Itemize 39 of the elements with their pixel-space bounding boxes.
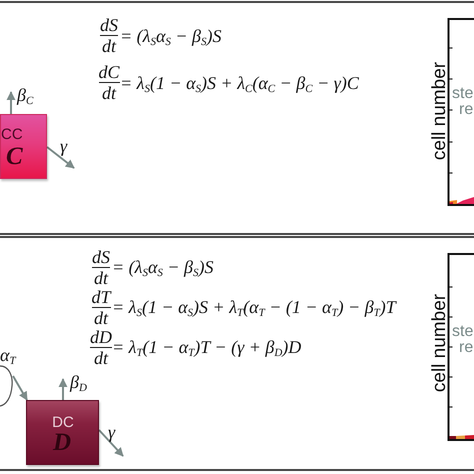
panel bbox=[0, 1, 474, 235]
annotation-text: re bbox=[459, 339, 474, 356]
fraction-denominator: dt bbox=[102, 37, 116, 55]
fraction-denominator: dt bbox=[94, 349, 108, 367]
edge-label: β$_{C}$ bbox=[17, 86, 34, 104]
annotation-text: ste bbox=[452, 85, 474, 102]
panel bbox=[0, 236, 474, 471]
arrow bbox=[12, 376, 28, 401]
arrow bbox=[46, 146, 75, 169]
arrow bbox=[58, 378, 68, 400]
arrow bbox=[98, 429, 124, 457]
equation: = λ$_{S}$(1 − α$_{S}$)S + λ$_{T}$(α$_{T}$ − (1 − α$_{T}$) − β$_{T}$)T bbox=[112, 298, 396, 316]
edge-label: γ bbox=[60, 137, 68, 155]
axis-title: cell number bbox=[430, 294, 450, 392]
fraction-numerator: dD bbox=[90, 328, 112, 346]
annotation-text: ste bbox=[452, 323, 474, 340]
fraction-numerator: dS bbox=[92, 248, 110, 266]
cell-box bbox=[26, 400, 99, 465]
axis-title: cell number bbox=[430, 62, 450, 160]
equation: = λ$_{S}$(1 − α$_{S}$)S + λ$_{C}$(α$_{C}$ − β$_{C}$ − γ)C bbox=[120, 74, 359, 92]
fraction-numerator: dS bbox=[100, 16, 118, 34]
loop-label: α$_{T}$ bbox=[0, 346, 16, 364]
edge-label: β$_{D}$ bbox=[70, 373, 87, 391]
box-title: CC bbox=[1, 127, 23, 143]
fraction-numerator: dT bbox=[92, 288, 110, 306]
box-title: DC bbox=[52, 415, 74, 431]
fraction-numerator: dC bbox=[98, 63, 120, 81]
equation: = (λ$_{S}$α$_{S}$ − β$_{S}$)S bbox=[112, 258, 214, 276]
fraction-denominator: dt bbox=[102, 84, 116, 102]
variable-symbol: D bbox=[52, 430, 72, 456]
annotation-text: re bbox=[459, 101, 474, 118]
arrow bbox=[6, 91, 16, 114]
fraction-denominator: dt bbox=[94, 269, 108, 287]
cell-box bbox=[0, 114, 47, 179]
equation: = λ$_{T}$(1 − α$_{T}$)T − (γ + β$_{D}$)D bbox=[112, 338, 302, 356]
fraction-denominator: dt bbox=[94, 309, 108, 327]
equation: = (λ$_{S}$α$_{S}$ − β$_{S}$)S bbox=[120, 27, 222, 45]
edge-label: γ bbox=[108, 423, 116, 441]
variable-symbol: C bbox=[6, 144, 23, 170]
